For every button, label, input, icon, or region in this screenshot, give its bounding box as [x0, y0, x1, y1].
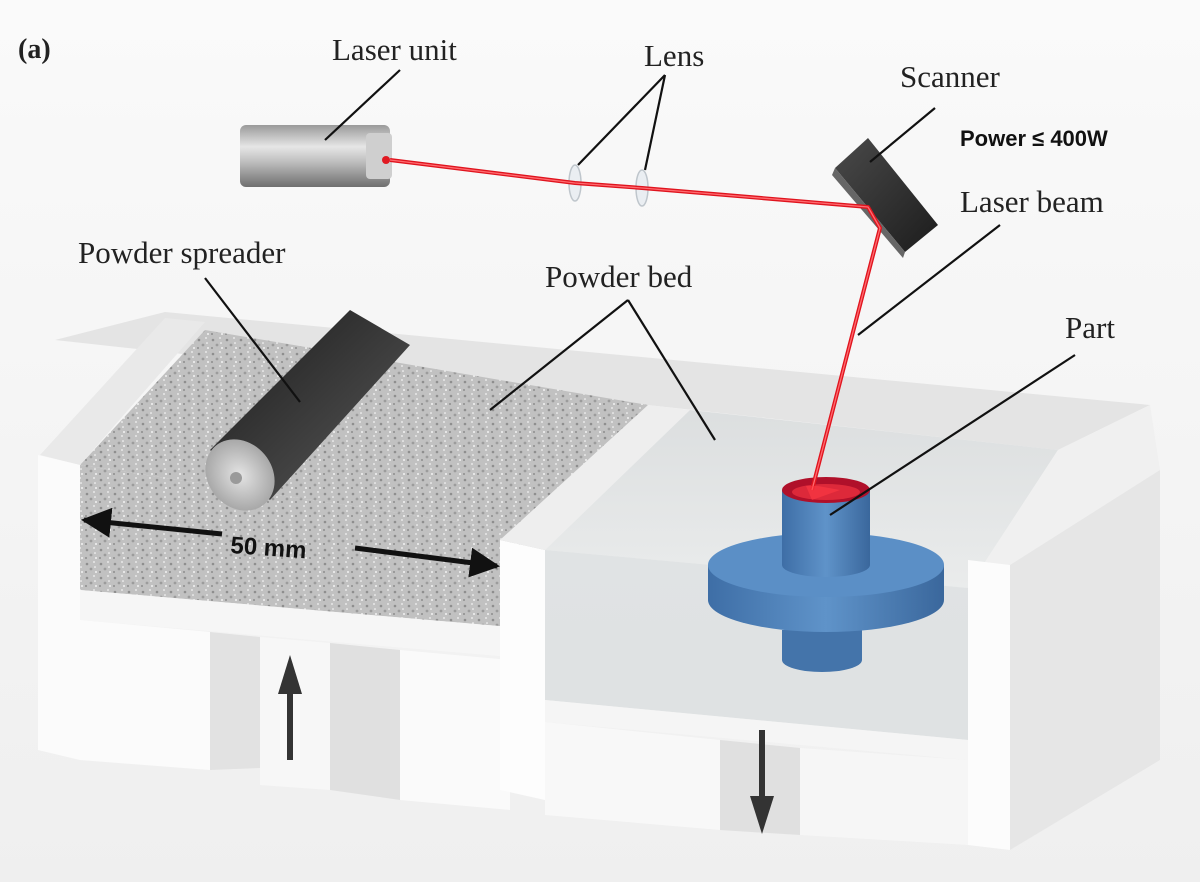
scanner-mirror	[832, 138, 938, 258]
label-powder-spreader: Powder spreader	[78, 235, 286, 270]
part	[708, 477, 944, 672]
laser-unit	[240, 125, 392, 187]
panel-label: (a)	[18, 34, 51, 65]
label-power: Power ≤ 400W	[960, 126, 1108, 151]
laser-beam-path	[389, 158, 882, 500]
arrow-up-icon	[278, 655, 302, 760]
label-powder-bed: Powder bed	[545, 259, 693, 294]
label-laser-unit: Laser unit	[332, 32, 457, 67]
machine-body	[38, 312, 1160, 850]
powder-spreader-roller	[205, 310, 410, 511]
label-lens: Lens	[644, 38, 704, 73]
leader-lines	[204, 69, 1076, 516]
label-dimension: 50 mm	[230, 532, 308, 564]
label-scanner: Scanner	[900, 59, 1001, 94]
feed-powder-front	[80, 465, 545, 630]
label-laser-beam: Laser beam	[960, 184, 1104, 219]
arrow-down-icon	[750, 730, 774, 834]
dimension-arrow	[81, 507, 500, 578]
label-part: Part	[1065, 310, 1115, 345]
